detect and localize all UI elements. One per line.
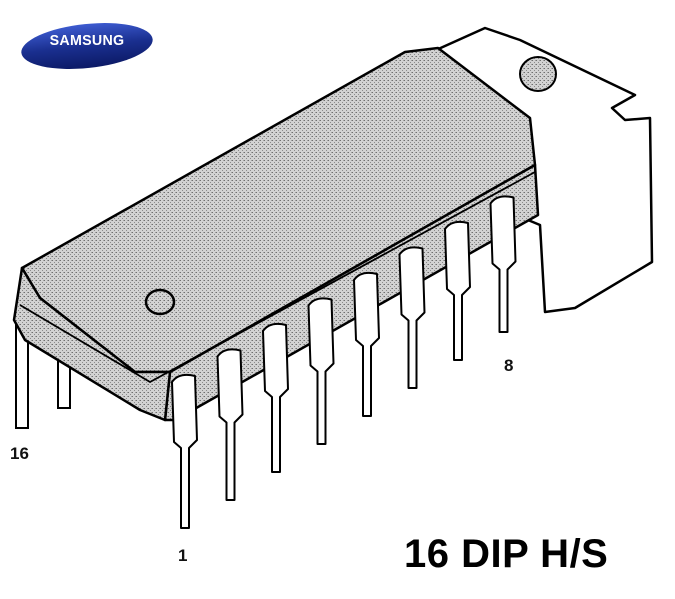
logo-text: SAMSUNG [49,32,125,49]
pin-1-label: 1 [178,546,188,565]
pin1-indicator-dot [144,288,176,316]
pin-16-label: 16 [10,444,29,463]
front-pin-8 [489,195,517,333]
front-pins [171,195,517,529]
front-pin-7 [444,220,471,361]
front-pin-6 [398,246,426,389]
front-pin-4 [307,297,335,445]
front-pin-2 [216,348,244,501]
package-caption: 16 DIP H/S [404,532,609,576]
ic-body-end [12,266,172,422]
front-pin-5 [353,271,380,417]
back-pins [15,316,71,429]
pin-8-label: 8 [504,356,514,375]
front-pin-1 [171,373,198,529]
heatsink-hole [519,56,557,92]
samsung-logo-oval [21,23,153,69]
samsung-logo: SAMSUNG [20,14,154,74]
front-pin-3 [262,322,289,473]
parting-line [19,171,536,384]
